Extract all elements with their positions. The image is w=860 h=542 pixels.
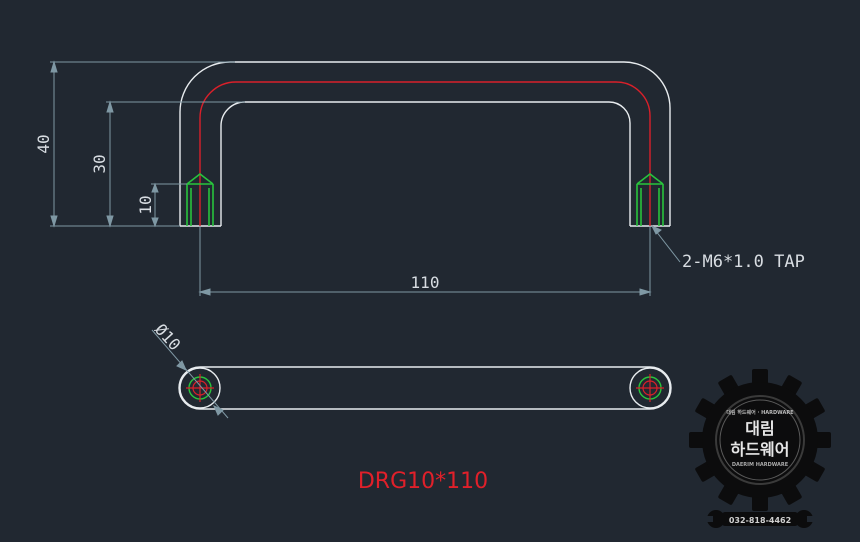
dim-height-40: 40 bbox=[34, 134, 53, 153]
part-title: DRG10*110 bbox=[358, 469, 488, 494]
dim-height-30: 30 bbox=[90, 154, 109, 173]
dim-width-110: 110 bbox=[411, 273, 440, 292]
handle-front-view bbox=[179, 61, 671, 227]
dimension-lines bbox=[50, 60, 681, 296]
handle-outer-outline bbox=[179, 61, 671, 226]
wrench-icon bbox=[706, 510, 814, 528]
top-view-holes bbox=[186, 374, 664, 402]
right-end-circle bbox=[629, 367, 671, 409]
left-thread-tap bbox=[186, 172, 214, 226]
company-logo: 대림 하드웨어 · HARDWARE 대림 하드웨어 DAERIM HARDWA… bbox=[689, 369, 831, 528]
handle-inner-outline bbox=[220, 101, 631, 226]
left-end-circle bbox=[179, 367, 221, 409]
logo-tagline: 대림 하드웨어 · HARDWARE bbox=[726, 409, 794, 416]
dim-height-10: 10 bbox=[136, 195, 155, 214]
logo-subtitle: DAERIM HARDWARE bbox=[732, 462, 789, 468]
tap-callout: 2-M6*1.0 TAP bbox=[682, 252, 805, 272]
logo-name-line2: 하드웨어 bbox=[731, 440, 790, 459]
handle-centerline bbox=[199, 81, 651, 226]
right-thread-tap bbox=[636, 172, 664, 226]
top-view-outline bbox=[178, 366, 672, 410]
logo-phone: 032-818-4462 bbox=[729, 516, 791, 525]
diameter-leader bbox=[151, 329, 229, 419]
dim-diameter: Ø10 bbox=[151, 320, 184, 354]
logo-name-line1: 대림 bbox=[745, 419, 774, 438]
handle-top-view bbox=[178, 366, 672, 410]
